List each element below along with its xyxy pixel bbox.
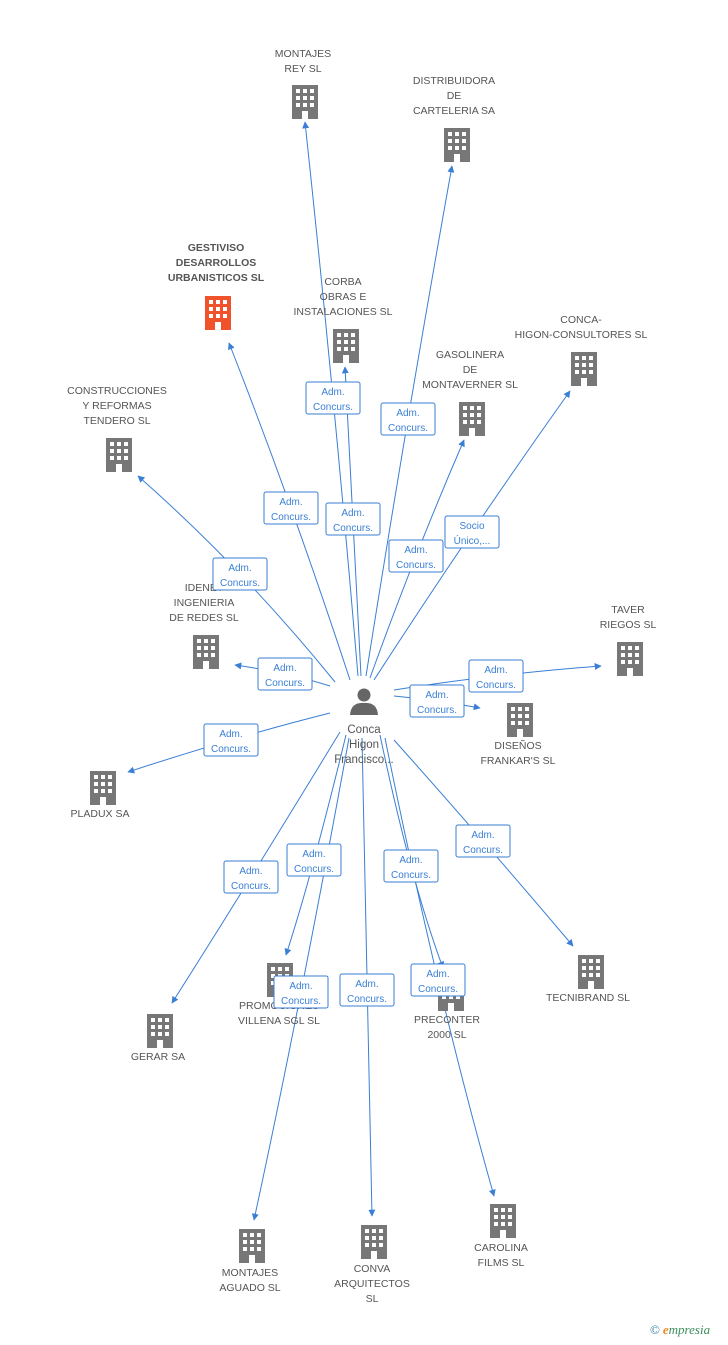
node-pladux[interactable]: PLADUX SA	[71, 771, 130, 820]
building-icon	[490, 1204, 516, 1238]
edge-label-montajes-rey[interactable]: Adm.Concurs.	[305, 381, 361, 415]
svg-text:Adm.Concurs.: Adm.Concurs.	[417, 690, 457, 716]
node-label: PLADUX SA	[71, 808, 130, 820]
edge-label-disenos-frankars[interactable]: Adm.Concurs.	[409, 684, 465, 718]
edge-label-montajes-aguado[interactable]: Adm.Concurs.	[273, 975, 329, 1009]
svg-text:Adm.Concurs.: Adm.Concurs.	[281, 981, 321, 1007]
svg-text:Adm.Concurs.: Adm.Concurs.	[347, 979, 387, 1005]
building-icon	[578, 955, 604, 989]
building-icon	[333, 329, 359, 363]
svg-text:Adm.Concurs.: Adm.Concurs.	[211, 729, 251, 755]
svg-text:Adm.Concurs.: Adm.Concurs.	[294, 849, 334, 875]
building-icon	[239, 1229, 265, 1263]
edge-label-idenet[interactable]: Adm.Concurs.	[257, 657, 313, 691]
edge-label-taver-riegos[interactable]: Adm.Concurs.	[468, 659, 524, 693]
svg-text:Adm.Concurs.: Adm.Concurs.	[333, 508, 373, 534]
edge-label-distribuidora-carteleria[interactable]: Adm.Concurs.	[380, 402, 436, 436]
edge-label-gestiviso[interactable]: Adm.Concurs.	[263, 491, 319, 525]
building-icon	[459, 402, 485, 436]
edge-label-promociones-villena[interactable]: Adm.Concurs.	[286, 843, 342, 877]
edge-label-carolina-films[interactable]: Adm.Concurs.	[410, 963, 466, 997]
svg-text:Adm.Concurs.: Adm.Concurs.	[418, 969, 458, 995]
svg-text:Adm.Concurs.: Adm.Concurs.	[391, 855, 431, 881]
svg-text:Adm.Concurs.: Adm.Concurs.	[231, 866, 271, 892]
svg-text:Adm.Concurs.: Adm.Concurs.	[463, 830, 503, 856]
svg-text:Adm.Concurs.: Adm.Concurs.	[388, 408, 428, 434]
edges-layer	[127, 121, 602, 1221]
edge-labels-layer: Adm.Concurs. Adm.Concurs. Adm.Concurs. Adm.…	[203, 381, 524, 1009]
building-icon	[106, 438, 132, 472]
node-conca-higon-consultores[interactable]: CONCA-HIGON-CONSULTORES SL	[515, 314, 648, 386]
edge-label-construcciones-tendero[interactable]: Adm.Concurs.	[212, 557, 268, 591]
copyright-icon: ©	[650, 1322, 660, 1337]
brand-initial: e	[662, 1322, 669, 1337]
node-label: GERAR SA	[131, 1051, 185, 1063]
brand-watermark: ©empresia	[650, 1322, 710, 1338]
building-icon	[90, 771, 116, 805]
edge-label-pladux[interactable]: Adm.Concurs.	[203, 723, 259, 757]
svg-text:Adm.Concurs.: Adm.Concurs.	[476, 665, 516, 691]
node-label: CONCA-HIGON-CONSULTORES SL	[515, 314, 648, 341]
building-icon	[193, 635, 219, 669]
svg-text:Adm.Concurs.: Adm.Concurs.	[271, 497, 311, 523]
svg-text:Adm.Concurs.: Adm.Concurs.	[313, 387, 353, 413]
svg-text:Adm.Concurs.: Adm.Concurs.	[220, 563, 260, 589]
edge-label-corba[interactable]: Adm.Concurs.	[325, 502, 381, 536]
node-tecnibrand[interactable]: TECNIBRAND SL	[546, 955, 630, 1004]
building-icon	[617, 642, 643, 676]
building-icon	[444, 128, 470, 162]
building-icon	[361, 1225, 387, 1259]
svg-text:Adm.Concurs.: Adm.Concurs.	[396, 545, 436, 571]
svg-text:Adm.Concurs.: Adm.Concurs.	[265, 663, 305, 689]
building-icon	[292, 85, 318, 119]
building-icon	[205, 296, 231, 330]
edge-label-conva-arquitectos[interactable]: Adm.Concurs.	[339, 973, 395, 1007]
edge-label-tecnibrand[interactable]: Adm.Concurs.	[455, 824, 511, 858]
building-icon	[147, 1014, 173, 1048]
person-icon	[350, 688, 378, 715]
edge-label-gasolinera[interactable]: Adm.Concurs.	[388, 539, 444, 573]
edge-label-gerar[interactable]: Adm.Concurs.	[223, 860, 279, 894]
building-icon	[507, 703, 533, 737]
edge-label-preconter[interactable]: Adm.Concurs.	[383, 849, 439, 883]
brand-name: mpresia	[668, 1322, 711, 1337]
building-icon	[571, 352, 597, 386]
node-label: TECNIBRAND SL	[546, 992, 630, 1004]
node-gerar[interactable]: GERAR SA	[131, 1014, 185, 1063]
